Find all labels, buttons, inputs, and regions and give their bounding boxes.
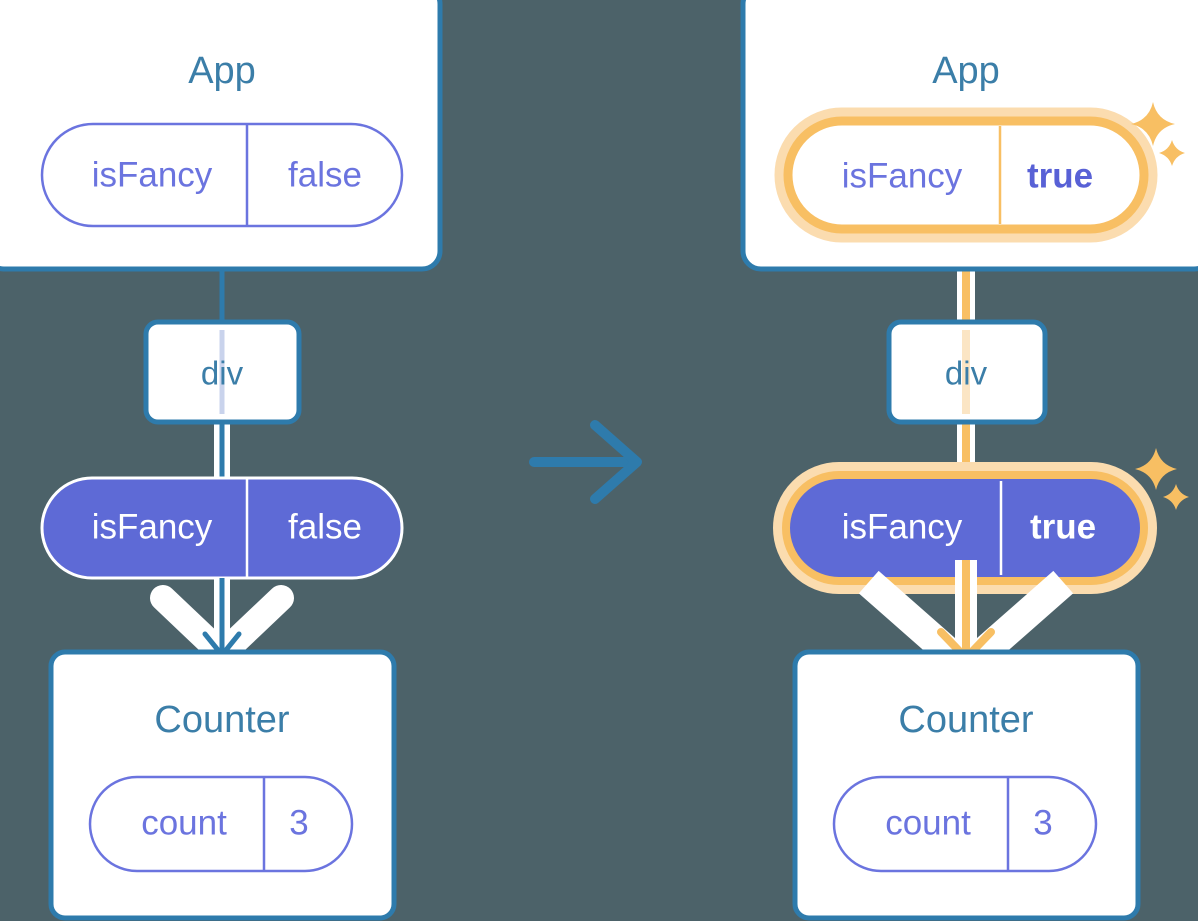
arrow-right-icon-head <box>590 420 642 504</box>
counter-state-value-before: 3 <box>289 803 308 842</box>
sparkle-icon-prop-large <box>1135 448 1177 490</box>
app-card-after: App isFancy true <box>740 0 1198 272</box>
counter-state-key-before: count <box>141 803 227 842</box>
app-state-pill-ring-after <box>783 116 1149 234</box>
app-card-title-after: App <box>932 50 1000 92</box>
counter-state-value-after: 3 <box>1033 803 1052 842</box>
prop-pill-key-after: isFancy <box>842 507 963 546</box>
counter-state-pill-before: count 3 <box>88 775 354 873</box>
counter-state-pill-shape-after <box>832 775 1098 873</box>
transition-arrow <box>529 420 642 504</box>
arrow-prop-to-counter-after <box>858 560 1074 680</box>
counter-card-title-before: Counter <box>154 699 290 741</box>
arrow-wing-left-after <box>858 570 977 680</box>
counter-card-title-after: Counter <box>898 699 1034 741</box>
sparkle-icon-prop-small <box>1163 484 1189 510</box>
after-panel: App isFancy true div isFancy true <box>740 0 1198 921</box>
counter-state-pill-after: count 3 <box>832 775 1098 873</box>
counter-state-key-after: count <box>885 803 971 842</box>
app-state-pill-shape-before <box>40 122 404 228</box>
div-card-before: div <box>143 319 302 425</box>
app-state-key-after: isFancy <box>842 156 963 195</box>
app-state-value-after: true <box>1027 156 1093 195</box>
div-card-title-before: div <box>201 355 244 392</box>
sparkle-icon-app-small <box>1159 140 1185 166</box>
arrow-wing-right-after <box>955 570 1074 680</box>
prop-pill-before: isFancy false <box>40 476 404 580</box>
app-state-pill-after: isFancy true <box>774 107 1158 243</box>
prop-pill-value-after: true <box>1030 507 1096 546</box>
before-panel: App isFancy false div isFancy false <box>0 0 443 921</box>
sparkle-icon-app-large <box>1131 102 1175 146</box>
div-card-title-after: div <box>945 355 988 392</box>
app-card-title-before: App <box>188 50 256 92</box>
app-state-pill-glow-after <box>774 107 1158 243</box>
app-card-before: App isFancy false <box>0 0 443 272</box>
app-state-pill-before: isFancy false <box>40 122 404 228</box>
counter-state-pill-shape-before <box>88 775 354 873</box>
app-state-key-before: isFancy <box>92 155 213 194</box>
app-state-value-before: false <box>288 155 362 194</box>
arrow-prop-to-counter-before <box>150 578 294 667</box>
prop-pill-key-before: isFancy <box>92 507 213 546</box>
prop-pill-value-before: false <box>288 507 362 546</box>
counter-card-after: Counter count 3 <box>792 649 1141 921</box>
div-card-after: div <box>886 319 1048 425</box>
counter-card-before: Counter count 3 <box>48 649 397 921</box>
